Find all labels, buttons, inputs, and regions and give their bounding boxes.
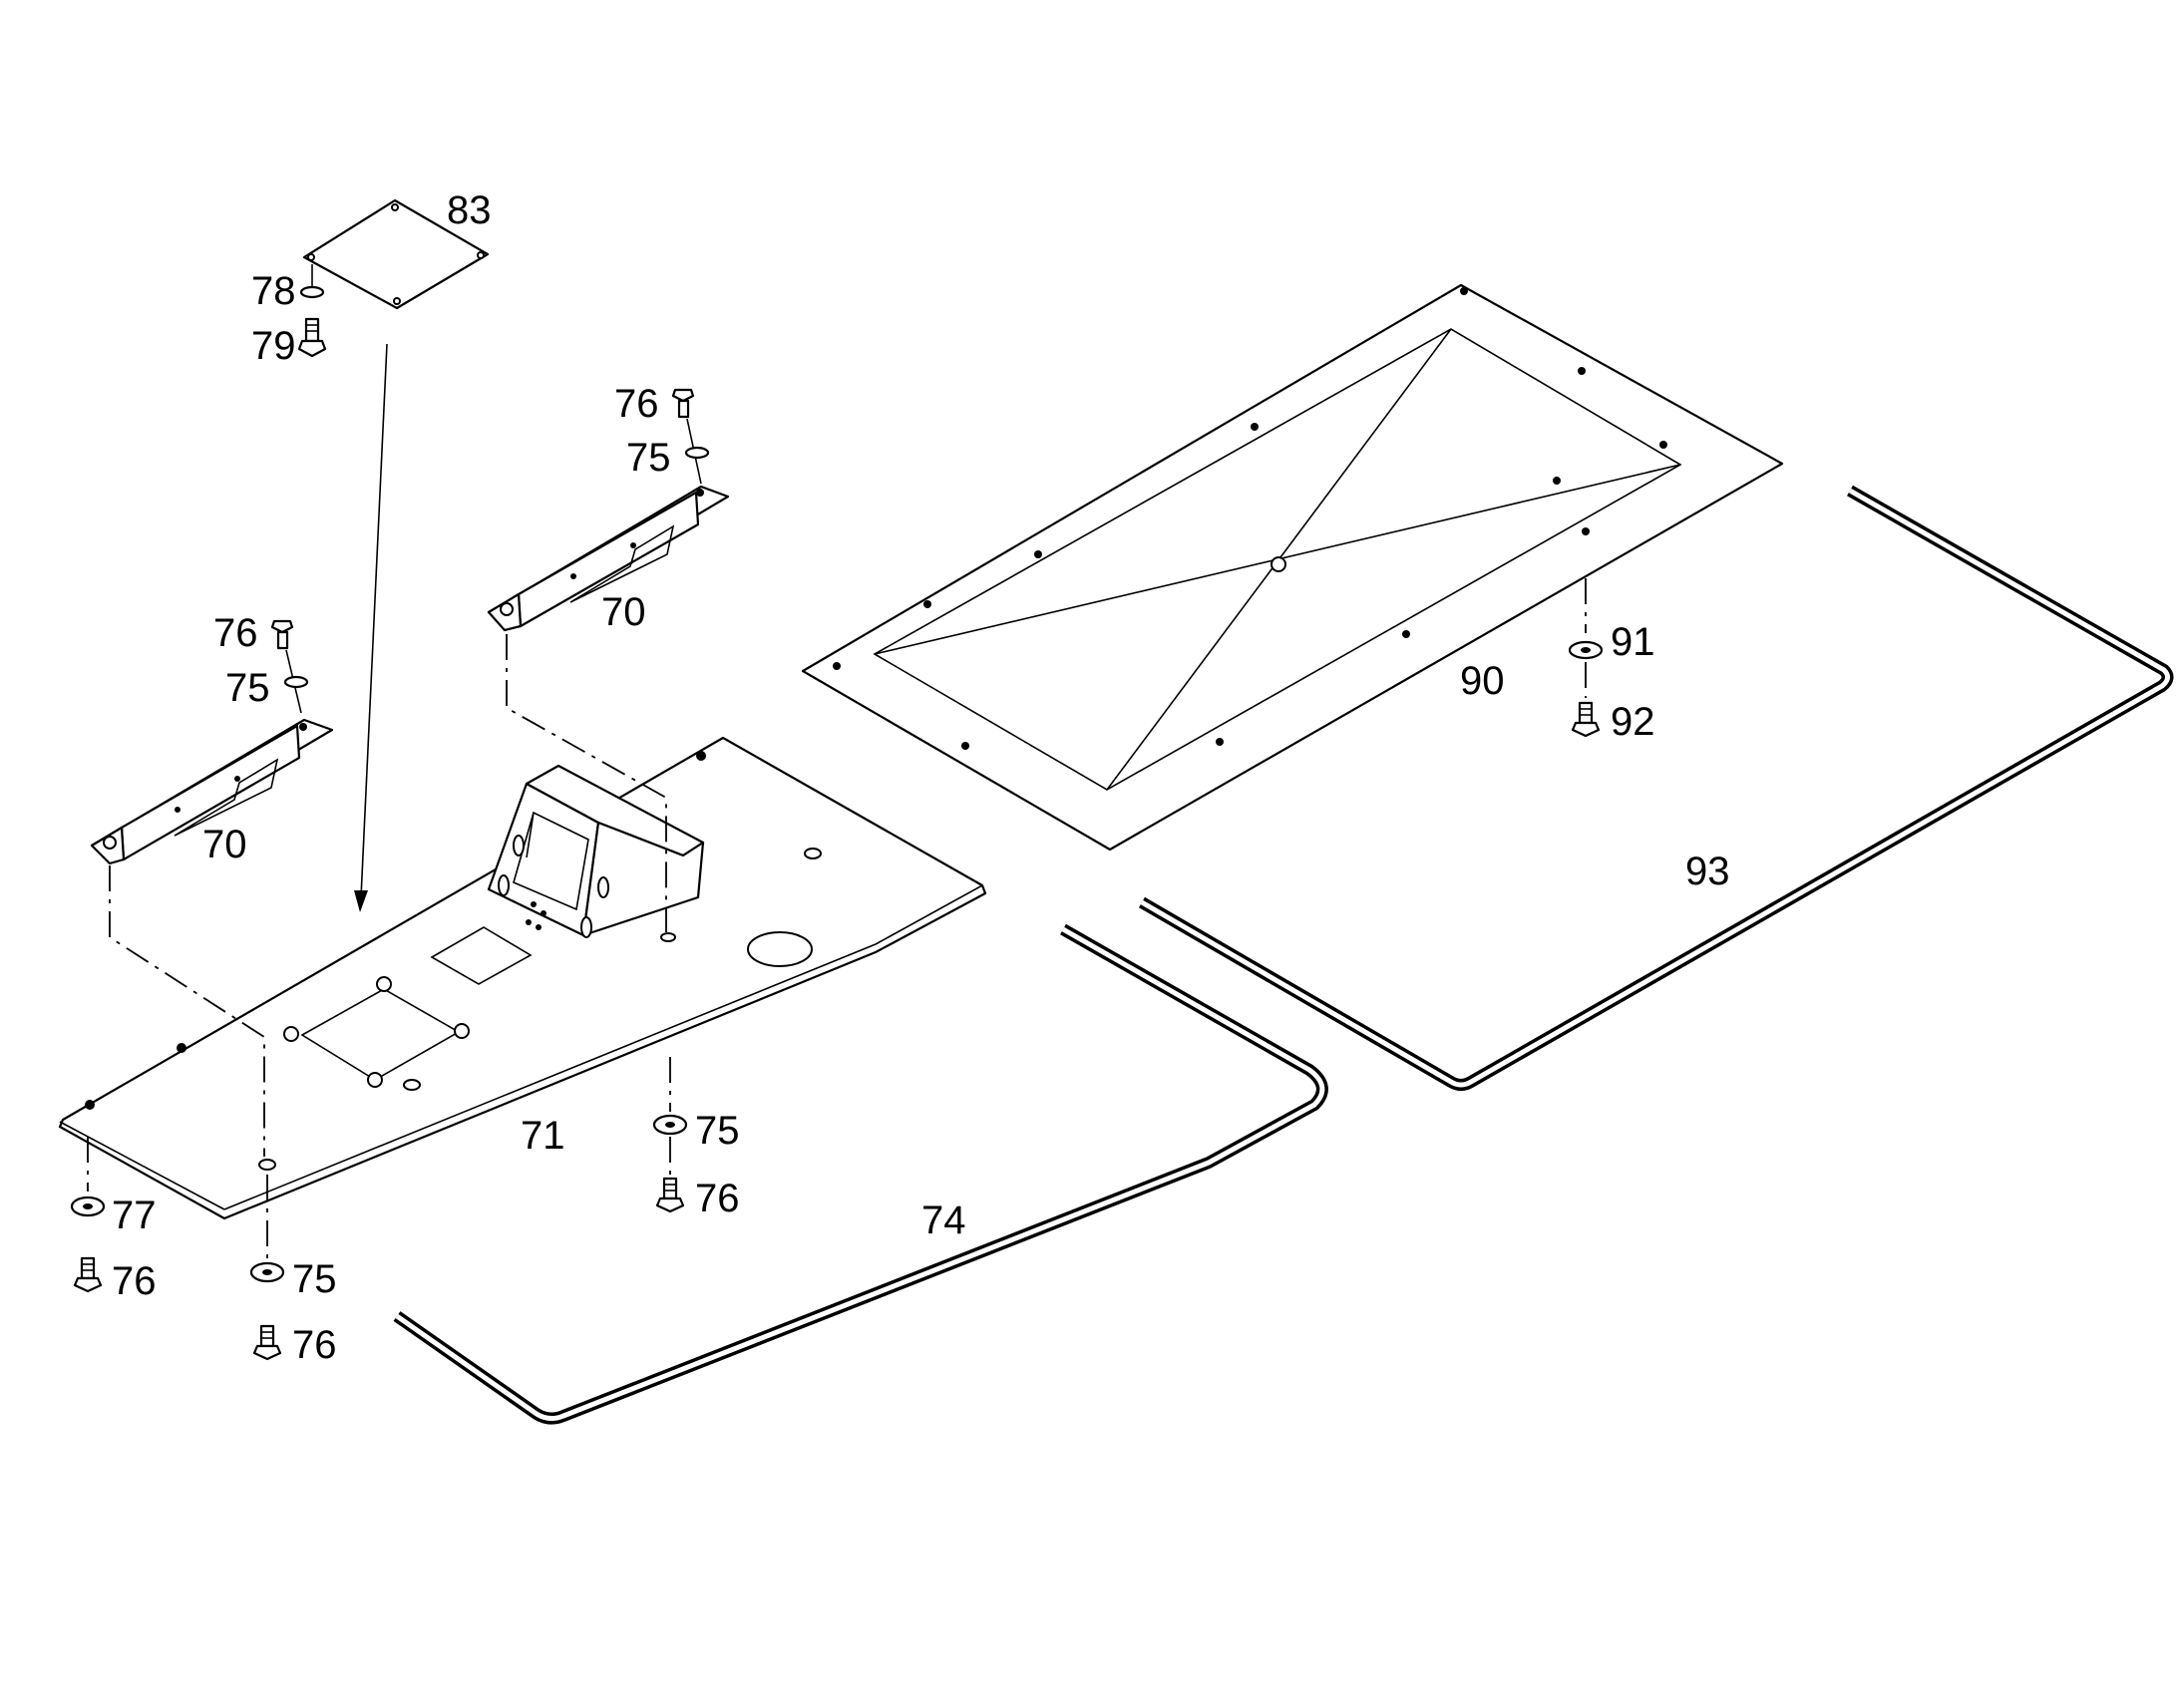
part-75-washer-top-left [283, 649, 309, 714]
part-76-bolt-b [252, 1324, 282, 1361]
part-70-bracket-right [487, 485, 730, 632]
part-79-bolt [297, 317, 327, 358]
callout-71: 71 [521, 1114, 565, 1158]
part-91-washer [1568, 640, 1604, 660]
part-92-bolt [1571, 662, 1601, 738]
assembly-arrow [354, 343, 388, 912]
part-76-bolt-c [655, 1137, 685, 1213]
part-75-washer-bottom [249, 1261, 285, 1283]
part-78-washer [299, 264, 325, 299]
part-71-base-plate [58, 736, 987, 1220]
callout-75: 75 [225, 666, 270, 710]
part-76-bolt-top-right [671, 388, 695, 419]
callout-76: 76 [695, 1177, 740, 1220]
callout-75: 75 [292, 1257, 337, 1301]
part-76-bolt-a [73, 1256, 103, 1293]
part-74-seal-strip [393, 923, 1328, 1425]
part-90-cover-panel [801, 283, 1784, 852]
part-83-cover-plate [302, 198, 490, 310]
part-75-washer-top-right [684, 418, 710, 485]
part-77-washer [70, 1196, 106, 1217]
callout-70: 70 [601, 590, 646, 634]
part-76-bolt-top-left [270, 619, 294, 650]
callout-75: 75 [695, 1109, 740, 1153]
callout-74: 74 [921, 1198, 966, 1242]
part-93-seal-strip [1138, 485, 2174, 1091]
callout-83: 83 [447, 188, 492, 232]
callout-79: 79 [251, 324, 296, 368]
callout-70: 70 [202, 823, 247, 866]
callout-76: 76 [213, 611, 258, 655]
callout-91: 91 [1611, 620, 1655, 664]
callout-76: 76 [292, 1323, 337, 1367]
callout-90: 90 [1460, 659, 1505, 703]
callout-77: 77 [112, 1194, 157, 1237]
callout-92: 92 [1611, 700, 1655, 744]
callout-78: 78 [251, 269, 296, 313]
leader-right-bracket [506, 634, 667, 932]
leader-left-bracket [109, 865, 265, 1157]
callout-93: 93 [1685, 850, 1730, 893]
part-70-bracket-left [90, 718, 334, 865]
part-75-washer-mid [652, 1114, 688, 1136]
callout-76: 76 [614, 382, 659, 426]
callout-75: 75 [626, 436, 671, 480]
callout-76: 76 [112, 1259, 157, 1303]
